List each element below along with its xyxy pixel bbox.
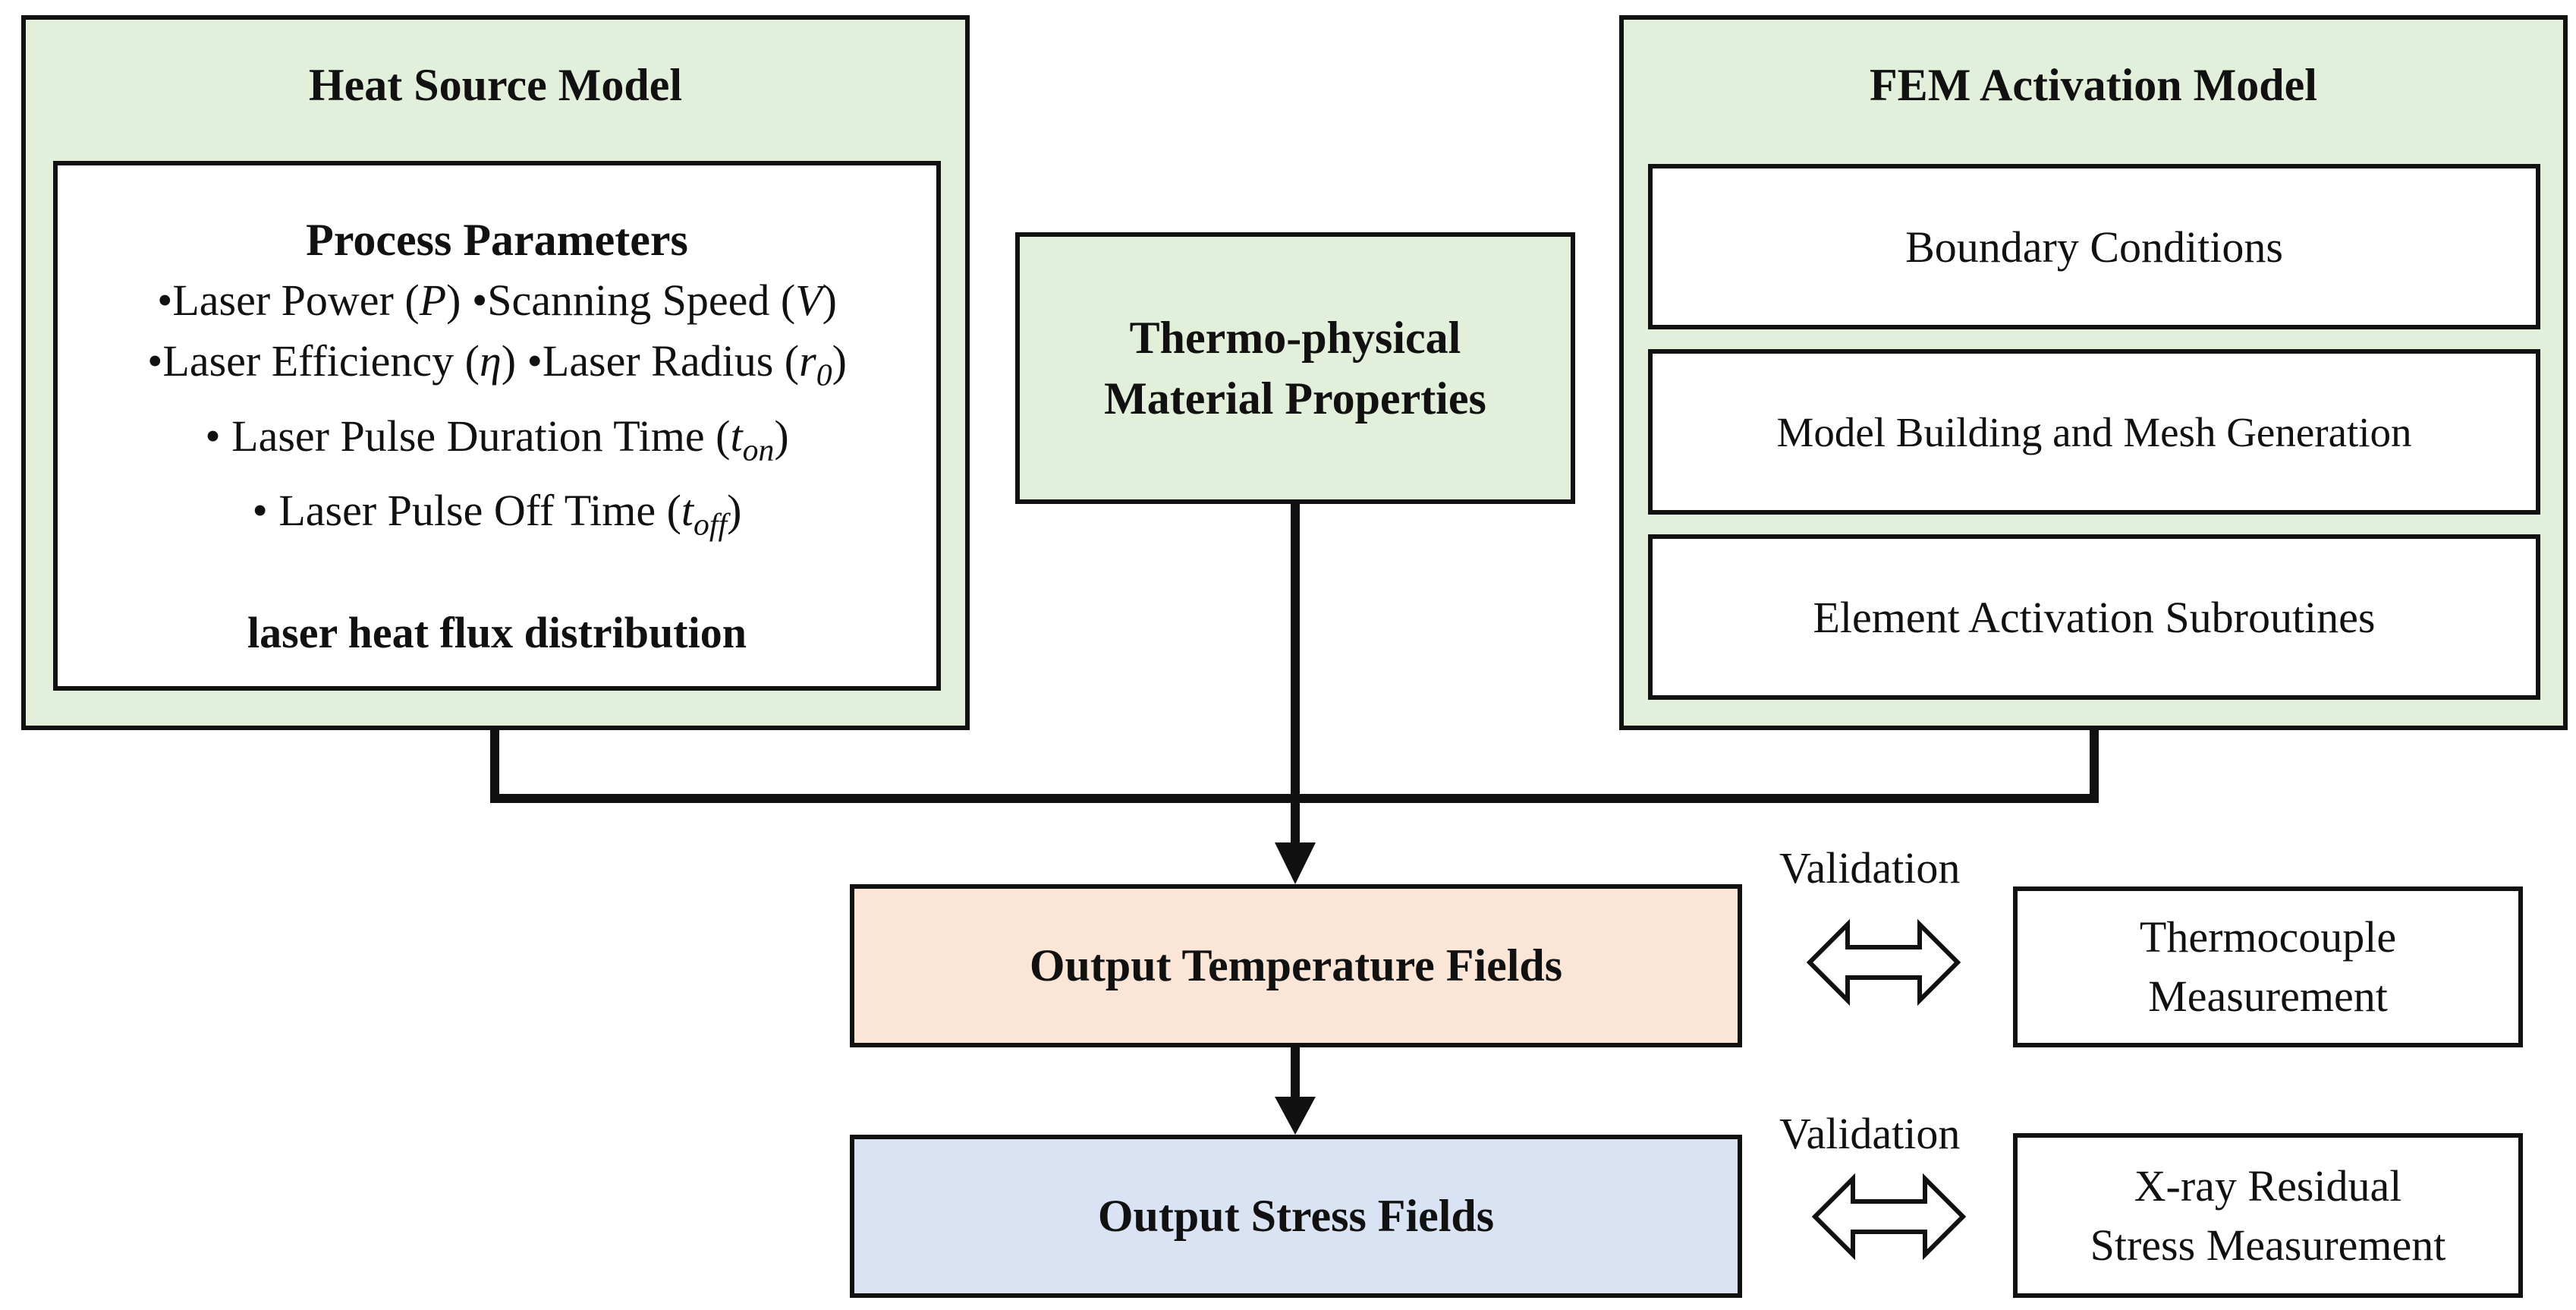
param-pulse-off: • Laser Pulse Off Time ( <box>252 486 681 536</box>
var-t-off-sub: off <box>694 507 728 543</box>
process-parameters-heading: Process Parameters <box>306 215 688 265</box>
validation-label-top: Validation <box>1779 843 1961 893</box>
param-scanning-speed: ) •Scanning Speed ( <box>446 276 796 325</box>
thermocouple-line-2: Measurement <box>2148 971 2388 1021</box>
fem-item-element-activation: Element Activation Subroutines <box>1648 534 2540 700</box>
param-close: ) <box>832 336 847 386</box>
fem-item-label: Boundary Conditions <box>1905 222 2283 272</box>
process-parameters-box: Process Parameters •Laser Power (P) •Sca… <box>53 161 941 691</box>
param-line-1: •Laser Power (P) •Scanning Speed (V) <box>58 270 936 331</box>
var-t: t <box>681 486 694 536</box>
param-close: ) <box>727 486 742 536</box>
validation-label-bottom: Validation <box>1779 1109 1961 1158</box>
var-eta: η <box>479 336 502 386</box>
material-line-2: Material Properties <box>1104 373 1486 424</box>
param-pulse-duration: • Laser Pulse Duration Time ( <box>205 411 731 461</box>
validation-arrow-bottom <box>1811 1173 1967 1261</box>
var-r-sub: 0 <box>816 357 832 393</box>
xray-line-2: Stress Measurement <box>2090 1220 2446 1270</box>
output-temperature-box: Output Temperature Fields <box>850 884 1742 1047</box>
xray-line-1: X-ray Residual <box>2134 1160 2402 1211</box>
thermocouple-measurement-box: Thermocouple Measurement <box>2013 886 2523 1047</box>
output-temperature-label: Output Temperature Fields <box>1029 940 1563 990</box>
var-t-on-sub: on <box>742 433 775 468</box>
param-laser-radius: ) •Laser Radius ( <box>501 336 800 386</box>
param-close: ) <box>822 276 837 325</box>
fem-title: FEM Activation Model <box>1870 60 2317 110</box>
output-stress-box: Output Stress Fields <box>850 1135 1742 1298</box>
validation-arrow-top <box>1806 918 1961 1006</box>
material-line-1: Thermo-physical <box>1129 313 1461 363</box>
var-r: r <box>799 336 816 386</box>
arrow-to-temperature <box>1275 842 1316 884</box>
material-properties-box: Thermo-physical Material Properties <box>1015 232 1575 504</box>
fem-item-model-building: Model Building and Mesh Generation <box>1648 349 2540 515</box>
xray-measurement-box: X-ray Residual Stress Measurement <box>2013 1133 2523 1298</box>
var-v: V <box>795 276 822 325</box>
param-close: ) <box>774 411 789 461</box>
param-line-3: • Laser Pulse Duration Time (ton) <box>58 406 936 481</box>
param-laser-power: •Laser Power ( <box>157 276 420 325</box>
heat-source-title: Heat Source Model <box>308 60 683 110</box>
output-stress-label: Output Stress Fields <box>1097 1191 1495 1241</box>
fem-activation-model-panel: FEM Activation Model Boundary Conditions… <box>1619 15 2568 730</box>
param-line-4: • Laser Pulse Off Time (toff) <box>58 480 936 556</box>
var-p: P <box>419 276 447 325</box>
param-laser-efficiency: •Laser Efficiency ( <box>147 336 480 386</box>
thermocouple-line-1: Thermocouple <box>2139 912 2397 962</box>
param-line-2: •Laser Efficiency (η) •Laser Radius (r0) <box>58 331 936 406</box>
fem-item-label: Model Building and Mesh Generation <box>1776 408 2412 455</box>
fem-item-boundary-conditions: Boundary Conditions <box>1648 164 2540 329</box>
flux-label: laser heat flux distribution <box>247 607 747 657</box>
var-t: t <box>730 411 743 461</box>
heat-source-model-panel: Heat Source Model Process Parameters •La… <box>21 15 970 730</box>
fem-item-label: Element Activation Subroutines <box>1813 592 2376 642</box>
arrow-to-stress <box>1275 1097 1316 1135</box>
